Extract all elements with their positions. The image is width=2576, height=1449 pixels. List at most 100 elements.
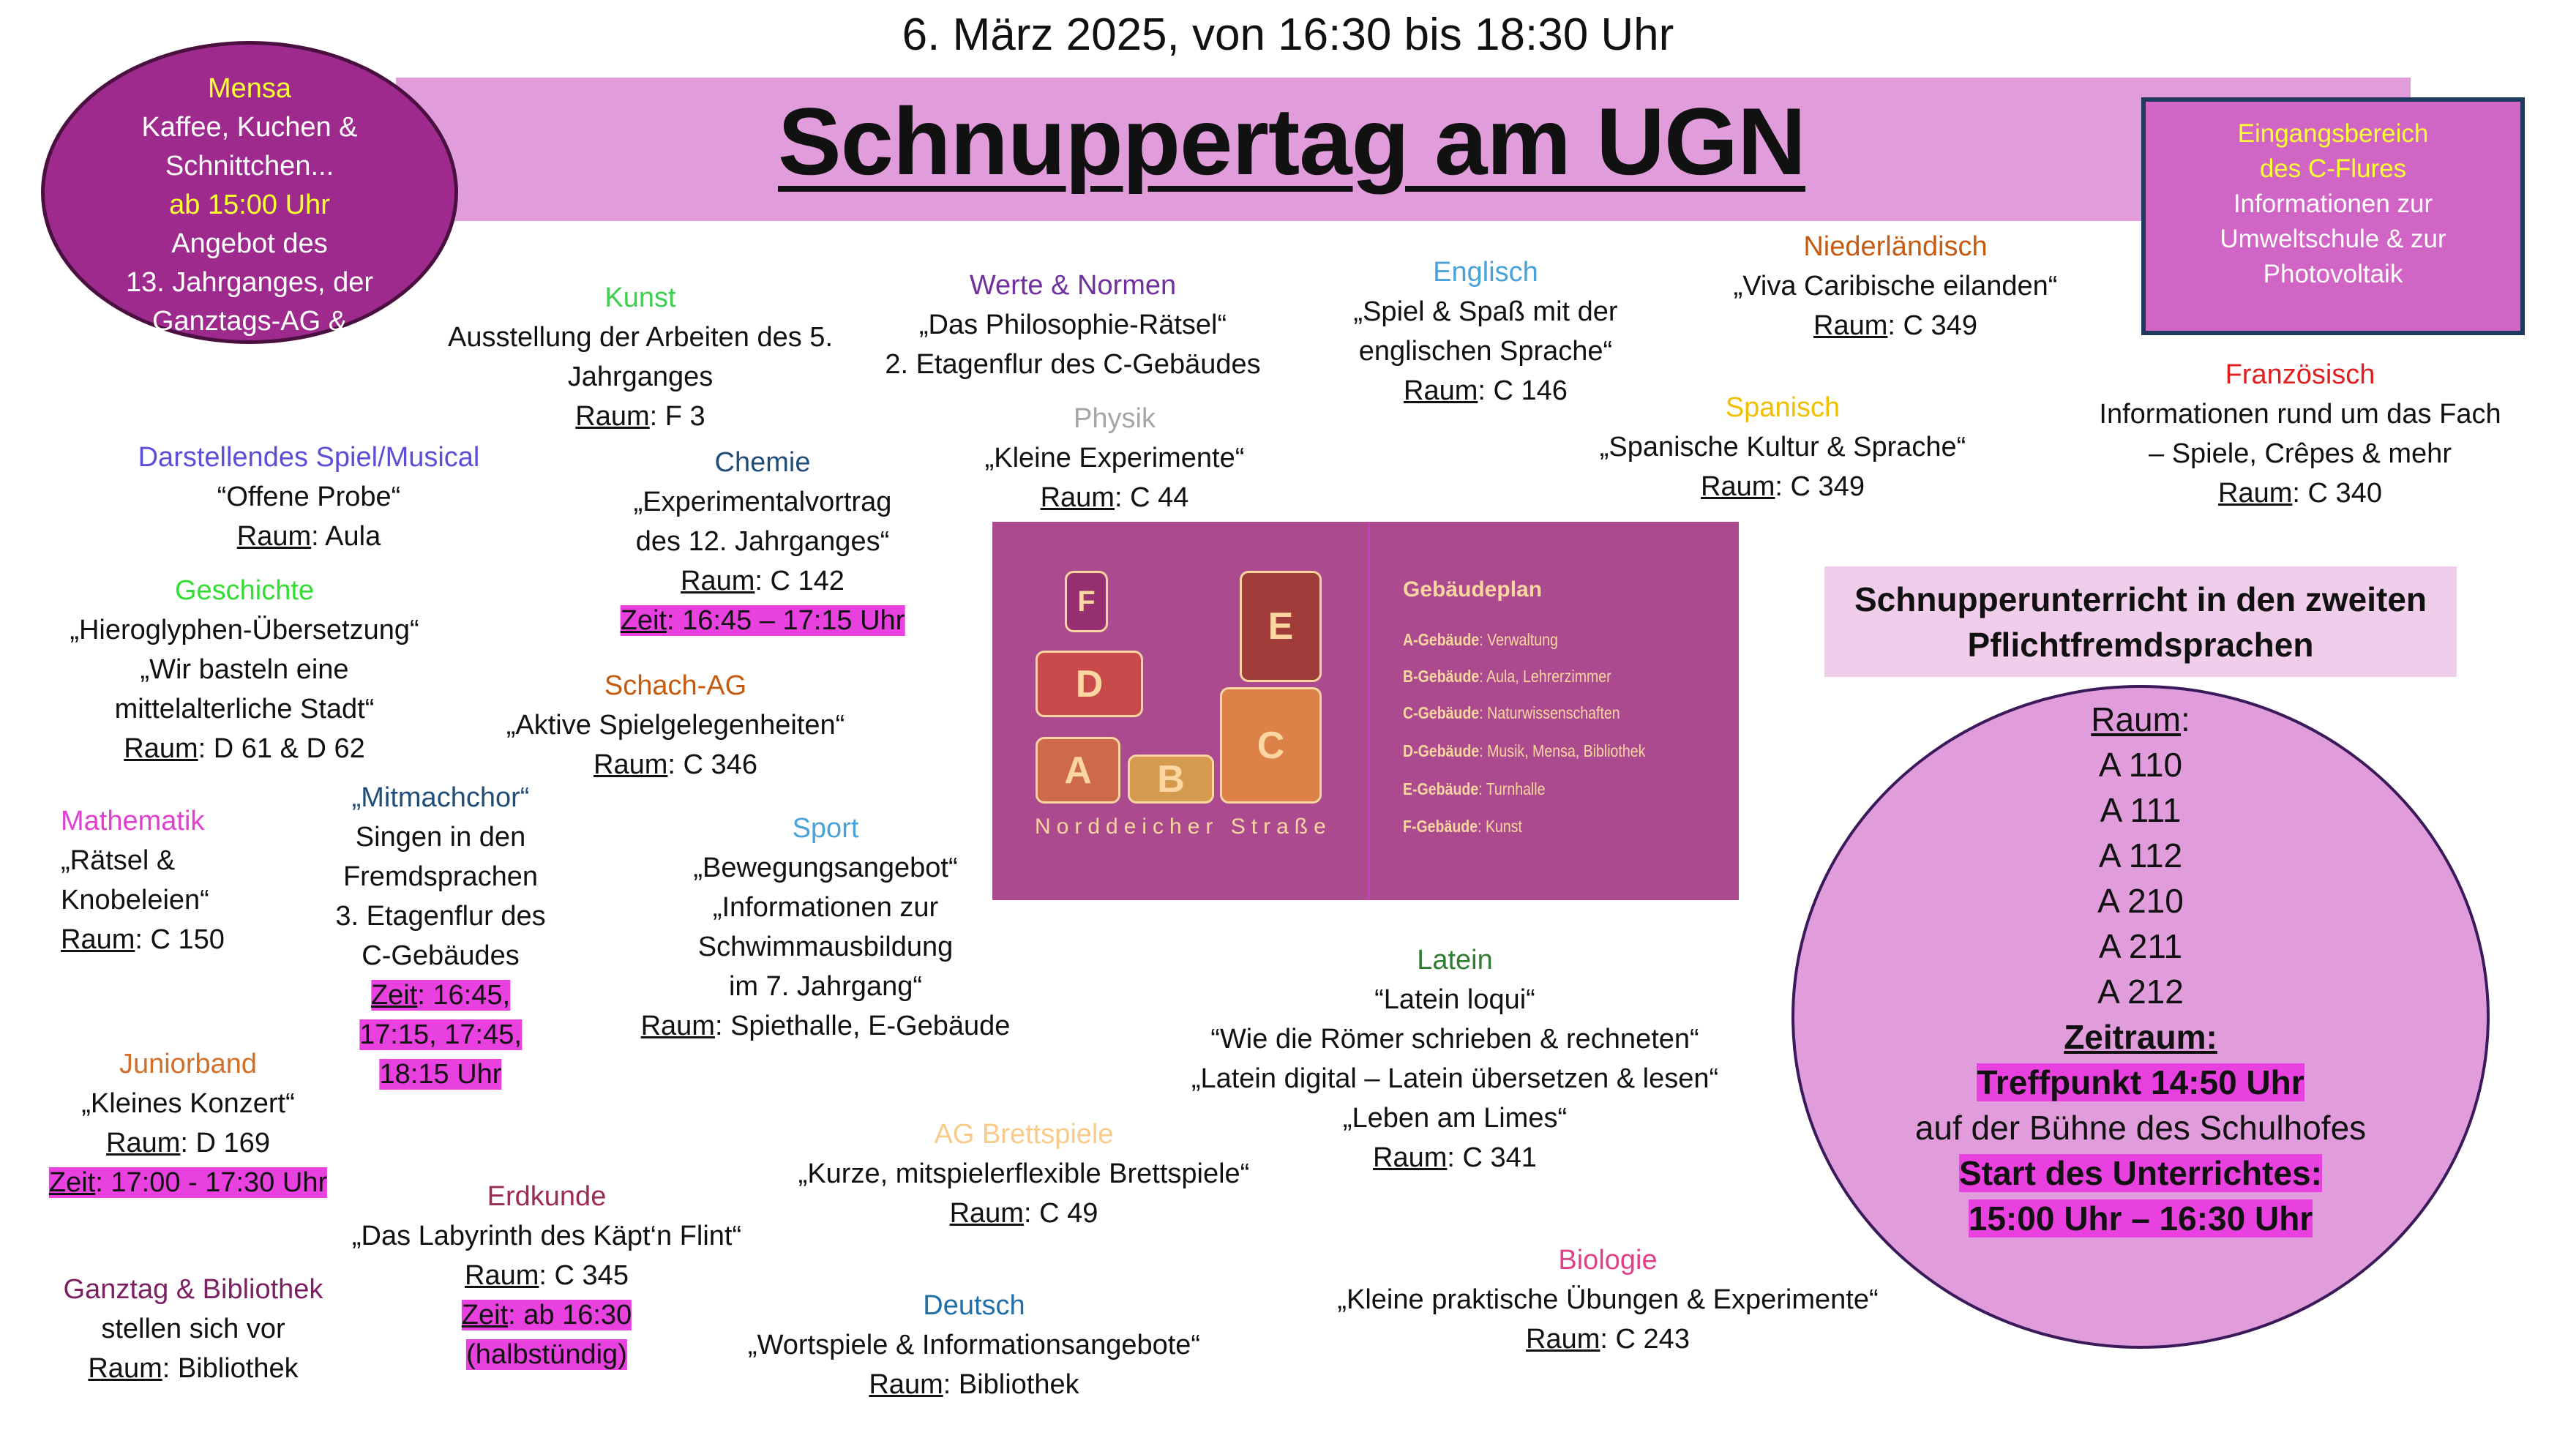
room-value-text: Spiethalle, E-Gebäude — [730, 1011, 1011, 1041]
offer-line: „Aktive Spielgelegenheiten“ — [506, 710, 845, 741]
offer-title: Mathematik — [61, 806, 205, 836]
room-value-text: F 3 — [664, 401, 705, 432]
room: A 110 — [2098, 746, 2183, 784]
time-value: : 16:45 – 17:15 Uhr — [667, 605, 905, 636]
offer-title: Ganztag & Bibliothek — [63, 1274, 323, 1305]
room-label: Raum — [1373, 1142, 1448, 1173]
room-value: : Bibliothek — [943, 1369, 1079, 1400]
raum-label: Raum — [2091, 700, 2181, 738]
time-line: Zeit: 16:45 – 17:15 Uhr — [620, 601, 905, 640]
offer-line: „Viva Caribische eilanden“ — [1733, 271, 2058, 302]
offer-line: „Wir basteln eine — [140, 654, 349, 685]
entry-title: des C-Flures — [2259, 154, 2407, 183]
legend-desc: : Turnhalle — [1478, 779, 1546, 798]
offer-biologie: Biologie„Kleine praktische Übungen & Exp… — [1337, 1240, 1878, 1359]
offer-title: Französisch — [2225, 359, 2375, 390]
time-line: Zeit: ab 16:30 — [352, 1295, 741, 1335]
mensa-line: 13. Jahrganges, der — [125, 267, 373, 298]
legend-label: A-Gebäude — [1403, 630, 1480, 649]
mensa-line: Angebot des — [171, 228, 328, 259]
room-value: : C 146 — [1478, 375, 1568, 406]
plan-title: Gebäudeplan — [1403, 577, 1543, 602]
legend-label: D-Gebäude — [1403, 741, 1480, 760]
building-b: B — [1128, 755, 1214, 804]
offer-line: „Experimentalvortrag — [633, 487, 892, 517]
mensa-line: Schnittchen... — [165, 151, 334, 181]
offer-title: AG Brettspiele — [934, 1119, 1114, 1150]
mensa-circle: Mensa Kaffee, Kuchen & Schnittchen... ab… — [41, 41, 458, 375]
offer-line: „Kleine Experimente“ — [984, 443, 1245, 473]
room-value: : C 142 — [755, 566, 845, 596]
legend-label: B-Gebäude — [1403, 667, 1480, 686]
room-label: Raum — [594, 749, 668, 780]
offer-line: – Spiele, Crêpes & mehr — [2149, 438, 2452, 469]
room-value: : Aula — [311, 521, 381, 552]
time-highlight: 17:15, 17:45, — [359, 1019, 522, 1050]
room-label: Raum — [88, 1353, 162, 1384]
room-line: Raum: Bibliothek — [748, 1365, 1200, 1404]
entry-line: Photovoltaik — [2263, 260, 2403, 288]
entry-line: Informationen zur — [2233, 190, 2433, 218]
start-time: 15:00 Uhr – 16:30 Uhr — [1968, 1199, 2313, 1238]
offer-line: Knobeleien“ — [61, 885, 209, 916]
offer-line: „Kurze, mitspielerflexible Brettspiele“ — [798, 1158, 1250, 1189]
offer-line: im 7. Jahrgang“ — [728, 971, 922, 1002]
offer-line: „Spanische Kultur & Sprache“ — [1599, 432, 1966, 463]
room-value-text: C 142 — [770, 566, 845, 596]
time-highlight: Zeit: ab 16:30 — [461, 1300, 632, 1330]
plan-legend-b: B-Gebäude: Aula, Lehrerzimmer — [1403, 667, 1611, 686]
offer-line: Jahrganges — [567, 362, 714, 392]
room-line: Raum: C 44 — [985, 478, 1245, 517]
time-highlight: Zeit: 16:45 – 17:15 Uhr — [620, 605, 905, 636]
time-value: 17:15, 17:45, — [359, 1019, 522, 1050]
offer-line: mittelalterliche Stadt“ — [114, 694, 375, 724]
page-title: Schnuppertag am UGN — [778, 88, 1806, 195]
offer-line: “Offene Probe“ — [217, 482, 401, 512]
room-value-text: C 243 — [1615, 1324, 1690, 1355]
offer-line: „Spiel & Spaß mit der — [1353, 296, 1618, 327]
offer-title: Sport — [792, 813, 859, 844]
legend-desc: : Verwaltung — [1479, 630, 1558, 649]
building-a: A — [1036, 737, 1120, 804]
time-highlight: (halbstündig) — [466, 1339, 627, 1370]
plan-divider — [1368, 522, 1370, 900]
room: A 211 — [2098, 927, 2183, 965]
room-label: Raum — [1701, 471, 1775, 502]
room-line: Raum: Aula — [138, 517, 480, 556]
mensa-time: ab 15:00 Uhr — [169, 190, 330, 220]
language-lessons-circle: Raum: A 110 A 111 A 112 A 210 A 211 A 21… — [1791, 685, 2490, 1349]
room-label: Raum — [949, 1198, 1024, 1229]
offer-line: englischen Sprache“ — [1358, 336, 1613, 367]
offer-sport: Sport„Bewegungsangebot“„Informationen zu… — [641, 809, 1011, 1046]
offer-werte: Werte & Normen„Das Philosophie-Rätsel“2.… — [885, 266, 1260, 384]
room-label: Raum — [1526, 1324, 1600, 1355]
offer-title: Spanisch — [1725, 392, 1841, 423]
street-label: Norddeicher Straße — [1035, 815, 1332, 839]
offer-line: stellen sich vor — [101, 1314, 285, 1344]
time-line: (halbstündig) — [352, 1335, 741, 1374]
time-value: : ab 16:30 — [508, 1300, 632, 1330]
room-value-text: C 349 — [1790, 471, 1865, 502]
offer-title: Physik — [1074, 403, 1156, 434]
room-label: Raum — [575, 401, 650, 432]
offer-title: Kunst — [604, 282, 676, 313]
entry-line: Umweltschule & zur — [2220, 225, 2446, 253]
room-line: Raum: C 243 — [1337, 1319, 1878, 1359]
room-value: : C 340 — [2292, 478, 2382, 509]
offer-title: Werte & Normen — [969, 270, 1177, 301]
title-banner — [396, 78, 2411, 221]
offer-line: „Bewegungsangebot“ — [693, 853, 958, 883]
heading-line: Pflichtfremdsprachen — [1967, 626, 2314, 664]
room-value: : C 346 — [667, 749, 757, 780]
room-line: Raum: Spiethalle, E-Gebäude — [641, 1006, 1011, 1046]
offer-ds: Darstellendes Spiel/Musical“Offene Probe… — [138, 438, 480, 556]
room-line: Raum: C 150 — [61, 920, 225, 959]
event-date: 6. März 2025, von 16:30 bis 18:30 Uhr — [902, 10, 1674, 60]
building-plan: A B C D E F Norddeicher Straße Gebäudepl… — [992, 522, 1739, 900]
room-label: Raum — [106, 1128, 181, 1158]
offer-niederlaendisch: Niederländisch„Viva Caribische eilanden“… — [1734, 227, 2058, 345]
offer-title: Biologie — [1558, 1245, 1658, 1276]
